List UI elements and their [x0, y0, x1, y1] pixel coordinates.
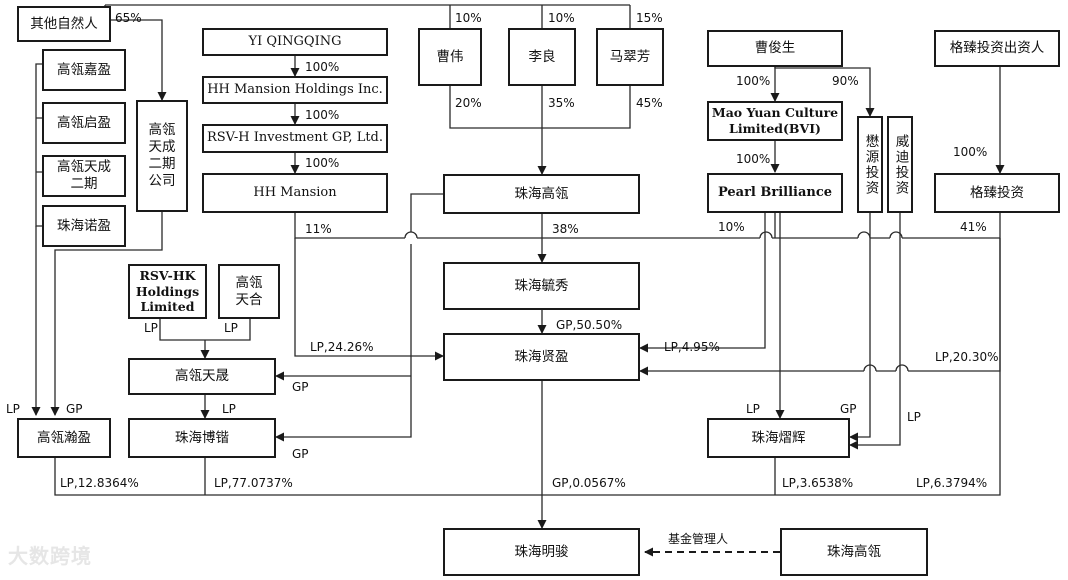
conn-bus-hop2 — [759, 231, 773, 239]
box-zhuhai-gaolan-manager: 珠海高瓴 — [780, 528, 928, 576]
box-gezhen-investors: 格臻投资出资人 — [934, 30, 1060, 67]
watermark-logo: 大数跨境 — [8, 544, 92, 568]
label-100-gezhen: 100% — [953, 145, 988, 159]
conn-gz-hop5 — [895, 364, 909, 372]
box-cao-junsheng: 曹俊生 — [707, 30, 843, 67]
conn-hhm-xianying — [294, 238, 444, 361]
label-100-yi: 100% — [305, 60, 340, 74]
box-zhuhai-yaohui: 珠海熠辉 — [707, 418, 850, 458]
box-mao-yuan-investment: 懋源投资 — [857, 116, 883, 213]
conn-weidi-yaohui — [849, 213, 901, 450]
label-lp-495: LP,4.95% — [664, 340, 720, 354]
label-100-hhmh: 100% — [305, 108, 340, 122]
conn-hanying-bus — [54, 238, 1001, 496]
box-ma-cuifang: 马翠芳 — [596, 28, 664, 86]
label-fund-manager: 基金管理人 — [668, 532, 729, 546]
box-yi-qingqing: YI QINGQING — [202, 28, 388, 56]
label-41: 41% — [960, 220, 987, 234]
label-lp-63794: LP,6.3794% — [916, 476, 988, 490]
label-lp-left: LP — [6, 402, 20, 416]
label-gp-bozi: GP — [292, 447, 309, 461]
label-lp-770737: LP,77.0737% — [214, 476, 293, 490]
label-35: 35% — [548, 96, 575, 110]
box-hh-mansion-holdings: HH Mansion Holdings Inc. — [202, 76, 388, 104]
label-lp-128364: LP,12.8364% — [60, 476, 139, 490]
label-20: 20% — [455, 96, 482, 110]
conn-left-bracket — [35, 63, 42, 227]
label-11: 11% — [305, 222, 332, 236]
box-pearl-brilliance: Pearl Brilliance — [707, 173, 843, 213]
conn-caojs-mys — [774, 66, 875, 117]
conn-bus-hop1 — [404, 231, 418, 239]
label-100-rsvh: 100% — [305, 156, 340, 170]
box-gaolan-tiancheng-2-company: 高瓴 天成 二期 公司 — [136, 100, 188, 212]
label-100-maoyuan: 100% — [736, 152, 771, 166]
box-gaolan-hanying: 高瓴瀚盈 — [17, 418, 111, 458]
label-10-pearl: 10% — [718, 220, 745, 234]
label-10-liliang: 10% — [548, 11, 575, 25]
label-lp-36538: LP,3.6538% — [782, 476, 854, 490]
box-rsv-h-gp: RSV-H Investment GP, Ltd. — [202, 124, 388, 153]
label-lp-bozi: LP — [222, 402, 236, 416]
box-gaolan-tiansheng: 高瓴天晟 — [128, 358, 276, 395]
box-gaolan-jiaying: 高瓴嘉盈 — [42, 49, 126, 91]
label-100-caojs: 100% — [736, 74, 771, 88]
conn-bus-hop3 — [857, 231, 871, 239]
box-zhuhai-xianying: 珠海贤盈 — [443, 333, 640, 381]
box-zhuhai-hangxiu: 珠海毓秀 — [443, 262, 640, 310]
box-gezhen-investment: 格臻投资 — [934, 173, 1060, 213]
box-li-liang: 李良 — [508, 28, 576, 86]
conn-mys-yaohui — [849, 213, 871, 442]
box-zhuhai-bozi: 珠海博锴 — [128, 418, 276, 458]
box-other-natural-persons: 其他自然人 — [17, 6, 111, 42]
label-65: 65% — [115, 11, 142, 25]
label-lp-yaohui: LP — [746, 402, 760, 416]
label-gp-tiansheng: GP — [292, 380, 309, 394]
conn-gaolan-left2 — [275, 244, 412, 442]
label-lp-rsvhk: LP — [144, 321, 158, 335]
conn-other-gtc — [105, 19, 167, 101]
box-zhuhai-mingjun: 珠海明骏 — [443, 528, 640, 576]
conn-caowei-down — [449, 85, 631, 129]
box-zhuhai-nuoying: 珠海诺盈 — [42, 205, 126, 247]
label-lp-2426: LP,24.26% — [310, 340, 374, 354]
box-weidi-investment: 威迪投资 — [887, 116, 913, 213]
conn-gaolan-left — [410, 193, 443, 232]
label-38: 38% — [552, 222, 579, 236]
label-gp-00567: GP,0.0567% — [552, 476, 626, 490]
label-lp-tianhe: LP — [224, 321, 238, 335]
label-10-caowei: 10% — [455, 11, 482, 25]
conn-pearl-xianying — [639, 213, 766, 353]
box-cao-wei: 曹伟 — [418, 28, 482, 86]
box-zhuhai-gaolan: 珠海高瓴 — [443, 174, 640, 214]
box-rsv-hk: RSV-HK Holdings Limited — [128, 264, 207, 319]
label-gp-yaohui: GP — [840, 402, 857, 416]
label-gp-left: GP — [66, 402, 83, 416]
label-gp-5050: GP,50.50% — [556, 318, 623, 332]
label-lp-weidi: LP — [907, 410, 921, 424]
label-15: 15% — [636, 11, 663, 25]
label-45: 45% — [636, 96, 663, 110]
label-90: 90% — [832, 74, 859, 88]
box-gaolan-tianhe: 高瓴 天合 — [218, 264, 280, 319]
conn-left-mid — [36, 117, 42, 173]
conn-gtc-hanying — [50, 212, 163, 416]
conn-bus-hop4 — [889, 231, 903, 239]
box-mao-yuan: Mao Yuan Culture Limited(BVI) — [707, 101, 843, 141]
label-lp-2030: LP,20.30% — [935, 350, 999, 364]
box-hh-mansion: HH Mansion — [202, 173, 388, 213]
box-gaolan-qiying: 高瓴启盈 — [42, 102, 126, 144]
box-gaolan-tiancheng-2: 高瓴天成 二期 — [42, 155, 126, 197]
